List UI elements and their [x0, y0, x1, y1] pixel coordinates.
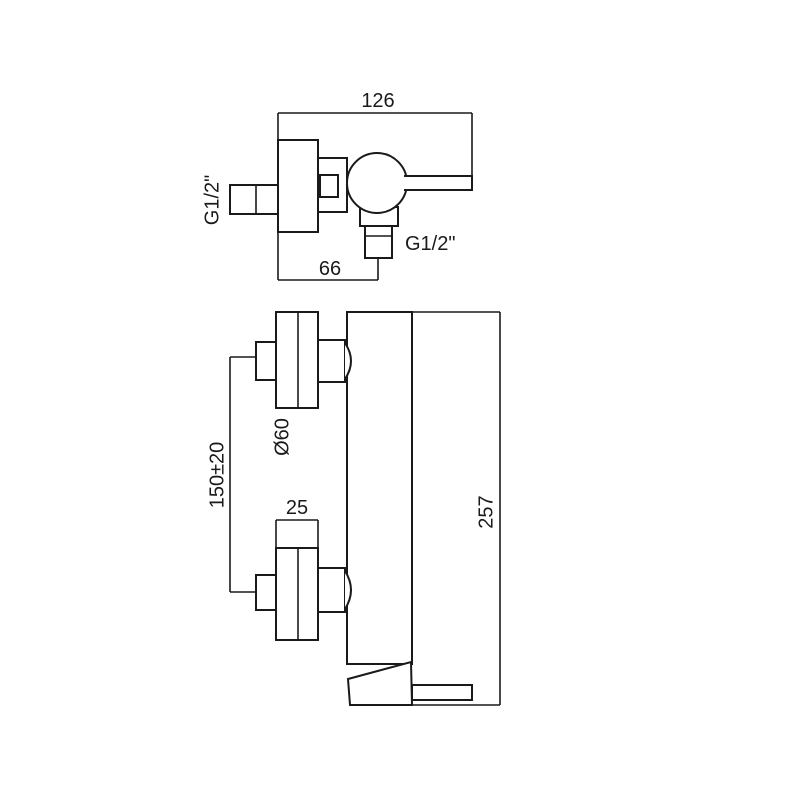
- lower-connector-dome: [344, 570, 352, 610]
- height-dimension-label: 257: [475, 495, 497, 528]
- top-outlet-pipe: [364, 225, 393, 259]
- spacing-dimension-label: 150±20: [206, 442, 228, 509]
- upper-connector-dome: [344, 342, 352, 380]
- top-view: 126 G1/2" G1/2" 66: [201, 90, 473, 281]
- upper-inlet-pipe: [255, 341, 277, 381]
- offset-dimension-label: 66: [319, 258, 341, 280]
- outlet-thread-label: G1/2": [405, 233, 455, 255]
- width-dimension-label: 126: [361, 90, 394, 112]
- upper-wall-flange: [275, 311, 319, 409]
- top-inlet-pipe: [229, 184, 279, 215]
- lower-wall-flange: [275, 547, 319, 641]
- inlet-thread-label: G1/2": [201, 175, 223, 225]
- depth-dimension-label: 25: [286, 497, 308, 519]
- top-connector-nut: [319, 174, 339, 198]
- lower-inlet-pipe: [255, 574, 277, 611]
- front-view: 257 150±20 Ø60 25: [206, 311, 501, 706]
- front-handle-base: [346, 660, 414, 706]
- lower-connector: [317, 567, 346, 613]
- top-lever: [404, 175, 473, 191]
- top-body-circle: [346, 152, 408, 214]
- front-main-body: [346, 311, 413, 665]
- top-wall-flange: [277, 139, 319, 233]
- upper-connector: [317, 339, 346, 383]
- front-lever: [411, 684, 473, 701]
- flange-diameter-label: Ø60: [271, 418, 293, 456]
